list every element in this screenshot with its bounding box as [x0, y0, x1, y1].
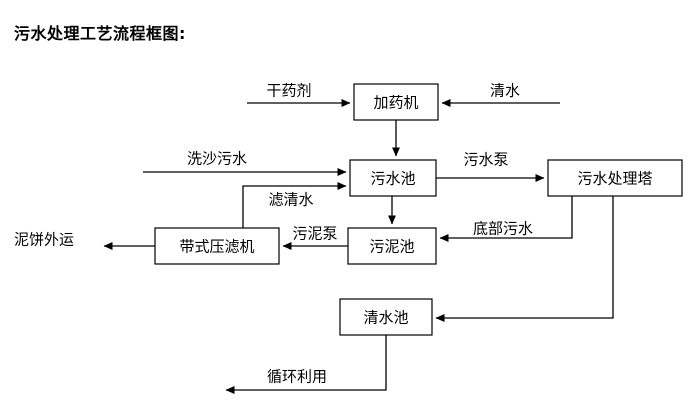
label-mud-cake-out: 泥饼外运 — [14, 231, 74, 249]
node-sewage-pool[interactable]: 污水池 — [349, 159, 437, 197]
label-sludge-pump: 污泥泵 — [292, 225, 337, 243]
label-filtrate-water: 滤清水 — [268, 191, 313, 209]
label-sand-wash-sewage: 洗沙污水 — [187, 150, 247, 168]
node-belt-filter-press-label: 带式压滤机 — [179, 238, 254, 256]
node-dosing-machine-label: 加药机 — [373, 94, 418, 112]
node-sewage-pool-label: 污水池 — [370, 170, 415, 188]
node-belt-filter-press[interactable]: 带式压滤机 — [154, 227, 280, 265]
node-sludge-pool[interactable]: 污泥池 — [347, 227, 437, 265]
page-title: 污水处理工艺流程框图: — [14, 24, 186, 43]
node-sewage-treatment-tower[interactable]: 污水处理塔 — [547, 159, 683, 197]
label-dry-chemical: 干药剂 — [266, 82, 311, 100]
edge-clear-pool-to-recycle — [225, 335, 387, 395]
label-sewage-pump: 污水泵 — [463, 151, 508, 169]
node-clear-water-pool-label: 清水池 — [363, 309, 408, 327]
node-clear-water-pool[interactable]: 清水池 — [339, 298, 433, 336]
label-recycle-use: 循环利用 — [267, 368, 327, 386]
edge-filtrate-to-sewage-pool — [242, 181, 347, 228]
node-sludge-pool-label: 污泥池 — [369, 238, 414, 256]
node-dosing-machine[interactable]: 加药机 — [353, 83, 439, 121]
label-clean-water-in: 清水 — [490, 82, 520, 100]
edge-bottom-sewage-to-sludge-pool — [439, 196, 573, 243]
edge-tower-to-clear-pool — [435, 196, 614, 323]
node-sewage-treatment-tower-label: 污水处理塔 — [577, 170, 652, 188]
label-bottom-sewage: 底部污水 — [473, 220, 533, 238]
